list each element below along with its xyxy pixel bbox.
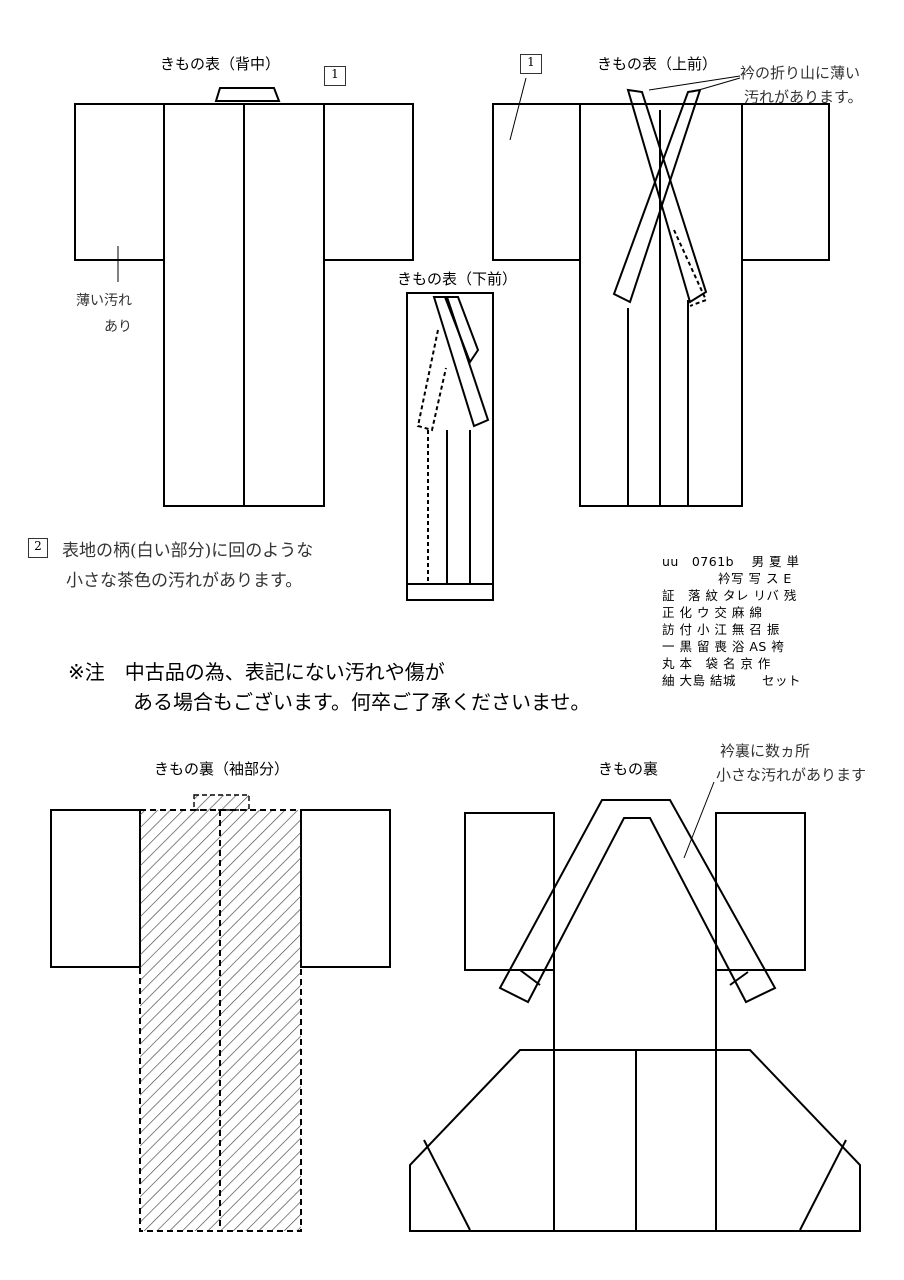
- note-2-line2: 小さな茶色の汚れがあります。: [66, 571, 303, 591]
- code-row-4: 正 化 ウ 交 麻 綿: [662, 605, 763, 620]
- kimono-lining-open-outline: [409, 799, 861, 1232]
- code-row-2: 衿写 写 ス E: [718, 571, 792, 586]
- kimono-lower-front-outline: [406, 292, 494, 601]
- code-row-3: 証 落 紋 タレ リバ 残: [662, 588, 797, 603]
- marker-box-2: 2: [28, 538, 48, 558]
- note-left-line1: 薄い汚れ: [76, 293, 132, 309]
- note-2-line1: 表地の柄(白い部分)に回のような: [62, 541, 314, 561]
- label-back: きもの表（背中）: [160, 55, 281, 73]
- marker-box-1-back: 1: [324, 66, 346, 86]
- code-row-6: 一 黒 留 喪 浴 AS 袴: [662, 639, 785, 654]
- code-row-7: 丸 本 袋 名 京 作: [662, 656, 771, 671]
- marker-box-1-front: 1: [520, 54, 542, 74]
- label-lining-sleeve: きもの裏（袖部分）: [154, 760, 290, 778]
- note-lining-line1: 衿裏に数ヵ所: [720, 742, 811, 760]
- label-lining: きもの裏: [598, 760, 659, 778]
- label-lower-front: きもの表（下前）: [397, 270, 518, 288]
- kimono-lining-sleeve-outline: [50, 794, 391, 1232]
- note-collar-line2: 汚れがあります。: [744, 88, 863, 106]
- code-row-5: 訪 付 小 江 無 召 振: [662, 622, 780, 637]
- note-lining-line2: 小さな汚れがあります: [716, 766, 867, 784]
- kimono-upper-front-outline: [492, 88, 830, 507]
- code-row-1: uu 0761b 男 夏 単: [662, 554, 800, 569]
- label-upper-front: きもの表（上前）: [597, 55, 718, 73]
- kimono-back-outline: [74, 87, 414, 507]
- note-left-line2: あり: [104, 319, 132, 335]
- notice-line1: ※注 中古品の為、表記にない汚れや傷が: [68, 660, 445, 684]
- code-row-8: 紬 大島 結城 セット: [662, 673, 801, 688]
- annotation-leader-lines: [117, 75, 741, 859]
- notice-line2: ある場合もございます。何卒ご了承くださいませ。: [133, 690, 591, 714]
- note-collar-line1: 衿の折り山に薄い: [740, 64, 861, 82]
- item-code-block: uu 0761b 男 夏 単 衿写 写 ス E 証 落 紋 タレ リバ 残 正 …: [662, 553, 801, 689]
